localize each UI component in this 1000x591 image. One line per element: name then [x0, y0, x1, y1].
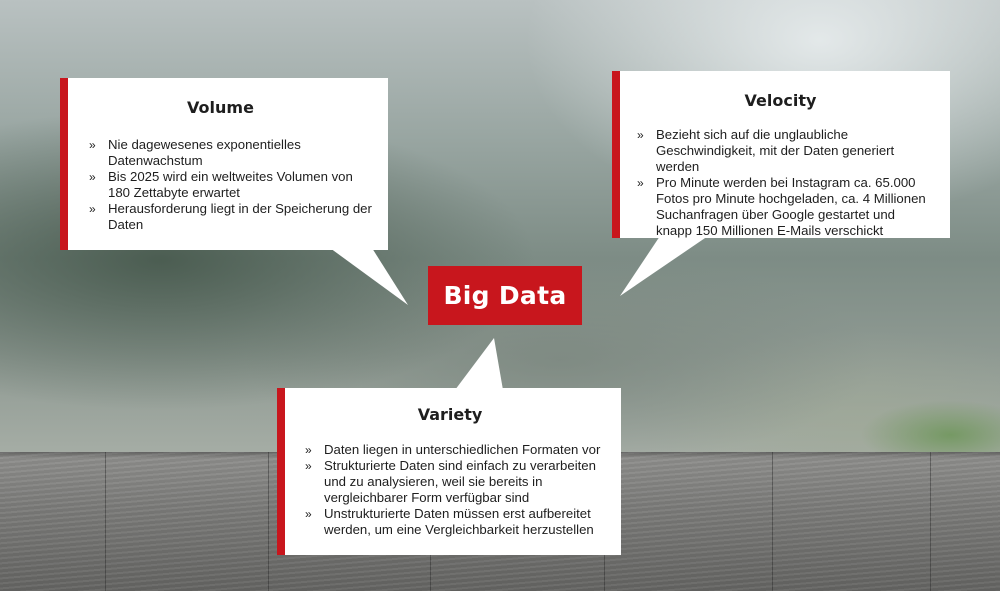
bullet-marker: » — [89, 170, 96, 184]
bullet-marker: » — [89, 202, 96, 216]
variety-item: »Strukturierte Daten sind einfach zu ver… — [305, 458, 596, 505]
bullet-marker: » — [305, 507, 312, 521]
bullet-marker: » — [637, 128, 644, 142]
velocity-pointer — [620, 236, 708, 296]
bullet-marker: » — [305, 459, 312, 473]
velocity-box: Velocity »Bezieht sich auf die unglaubli… — [612, 71, 950, 238]
volume-title: Volume — [187, 98, 254, 117]
volume-pointer — [330, 248, 408, 305]
volume-item: »Nie dagewesenes exponentielles Datenwac… — [89, 137, 301, 168]
volume-item: »Bis 2025 wird ein weltweites Volumen vo… — [89, 169, 353, 200]
volume-list: »Nie dagewesenes exponentielles Datenwac… — [89, 137, 372, 233]
bullet-marker: » — [637, 176, 644, 190]
variety-pointer — [455, 338, 503, 390]
velocity-title: Velocity — [744, 91, 817, 110]
velocity-item: »Bezieht sich auf die unglaubliche Gesch… — [637, 127, 895, 174]
variety-item: »Daten liegen in unterschiedlichen Forma… — [305, 442, 601, 457]
variety-item: »Unstrukturierte Daten müssen erst aufbe… — [305, 506, 594, 537]
velocity-item: »Pro Minute werden bei Instagram ca. 65.… — [637, 175, 926, 238]
volume-box: Volume »Nie dagewesenes exponentielles D… — [60, 78, 388, 250]
variety-list: »Daten liegen in unterschiedlichen Forma… — [305, 442, 605, 538]
bullet-marker: » — [305, 443, 312, 457]
volume-item: »Herausforderung liegt in der Speicherun… — [89, 201, 372, 232]
variety-title: Variety — [417, 405, 483, 424]
variety-box: Variety »Daten liegen in unterschiedlich… — [277, 388, 621, 555]
velocity-list: »Bezieht sich auf die unglaubliche Gesch… — [637, 127, 934, 239]
bullet-marker: » — [89, 138, 96, 152]
big-data-title: Big Data — [428, 266, 582, 325]
